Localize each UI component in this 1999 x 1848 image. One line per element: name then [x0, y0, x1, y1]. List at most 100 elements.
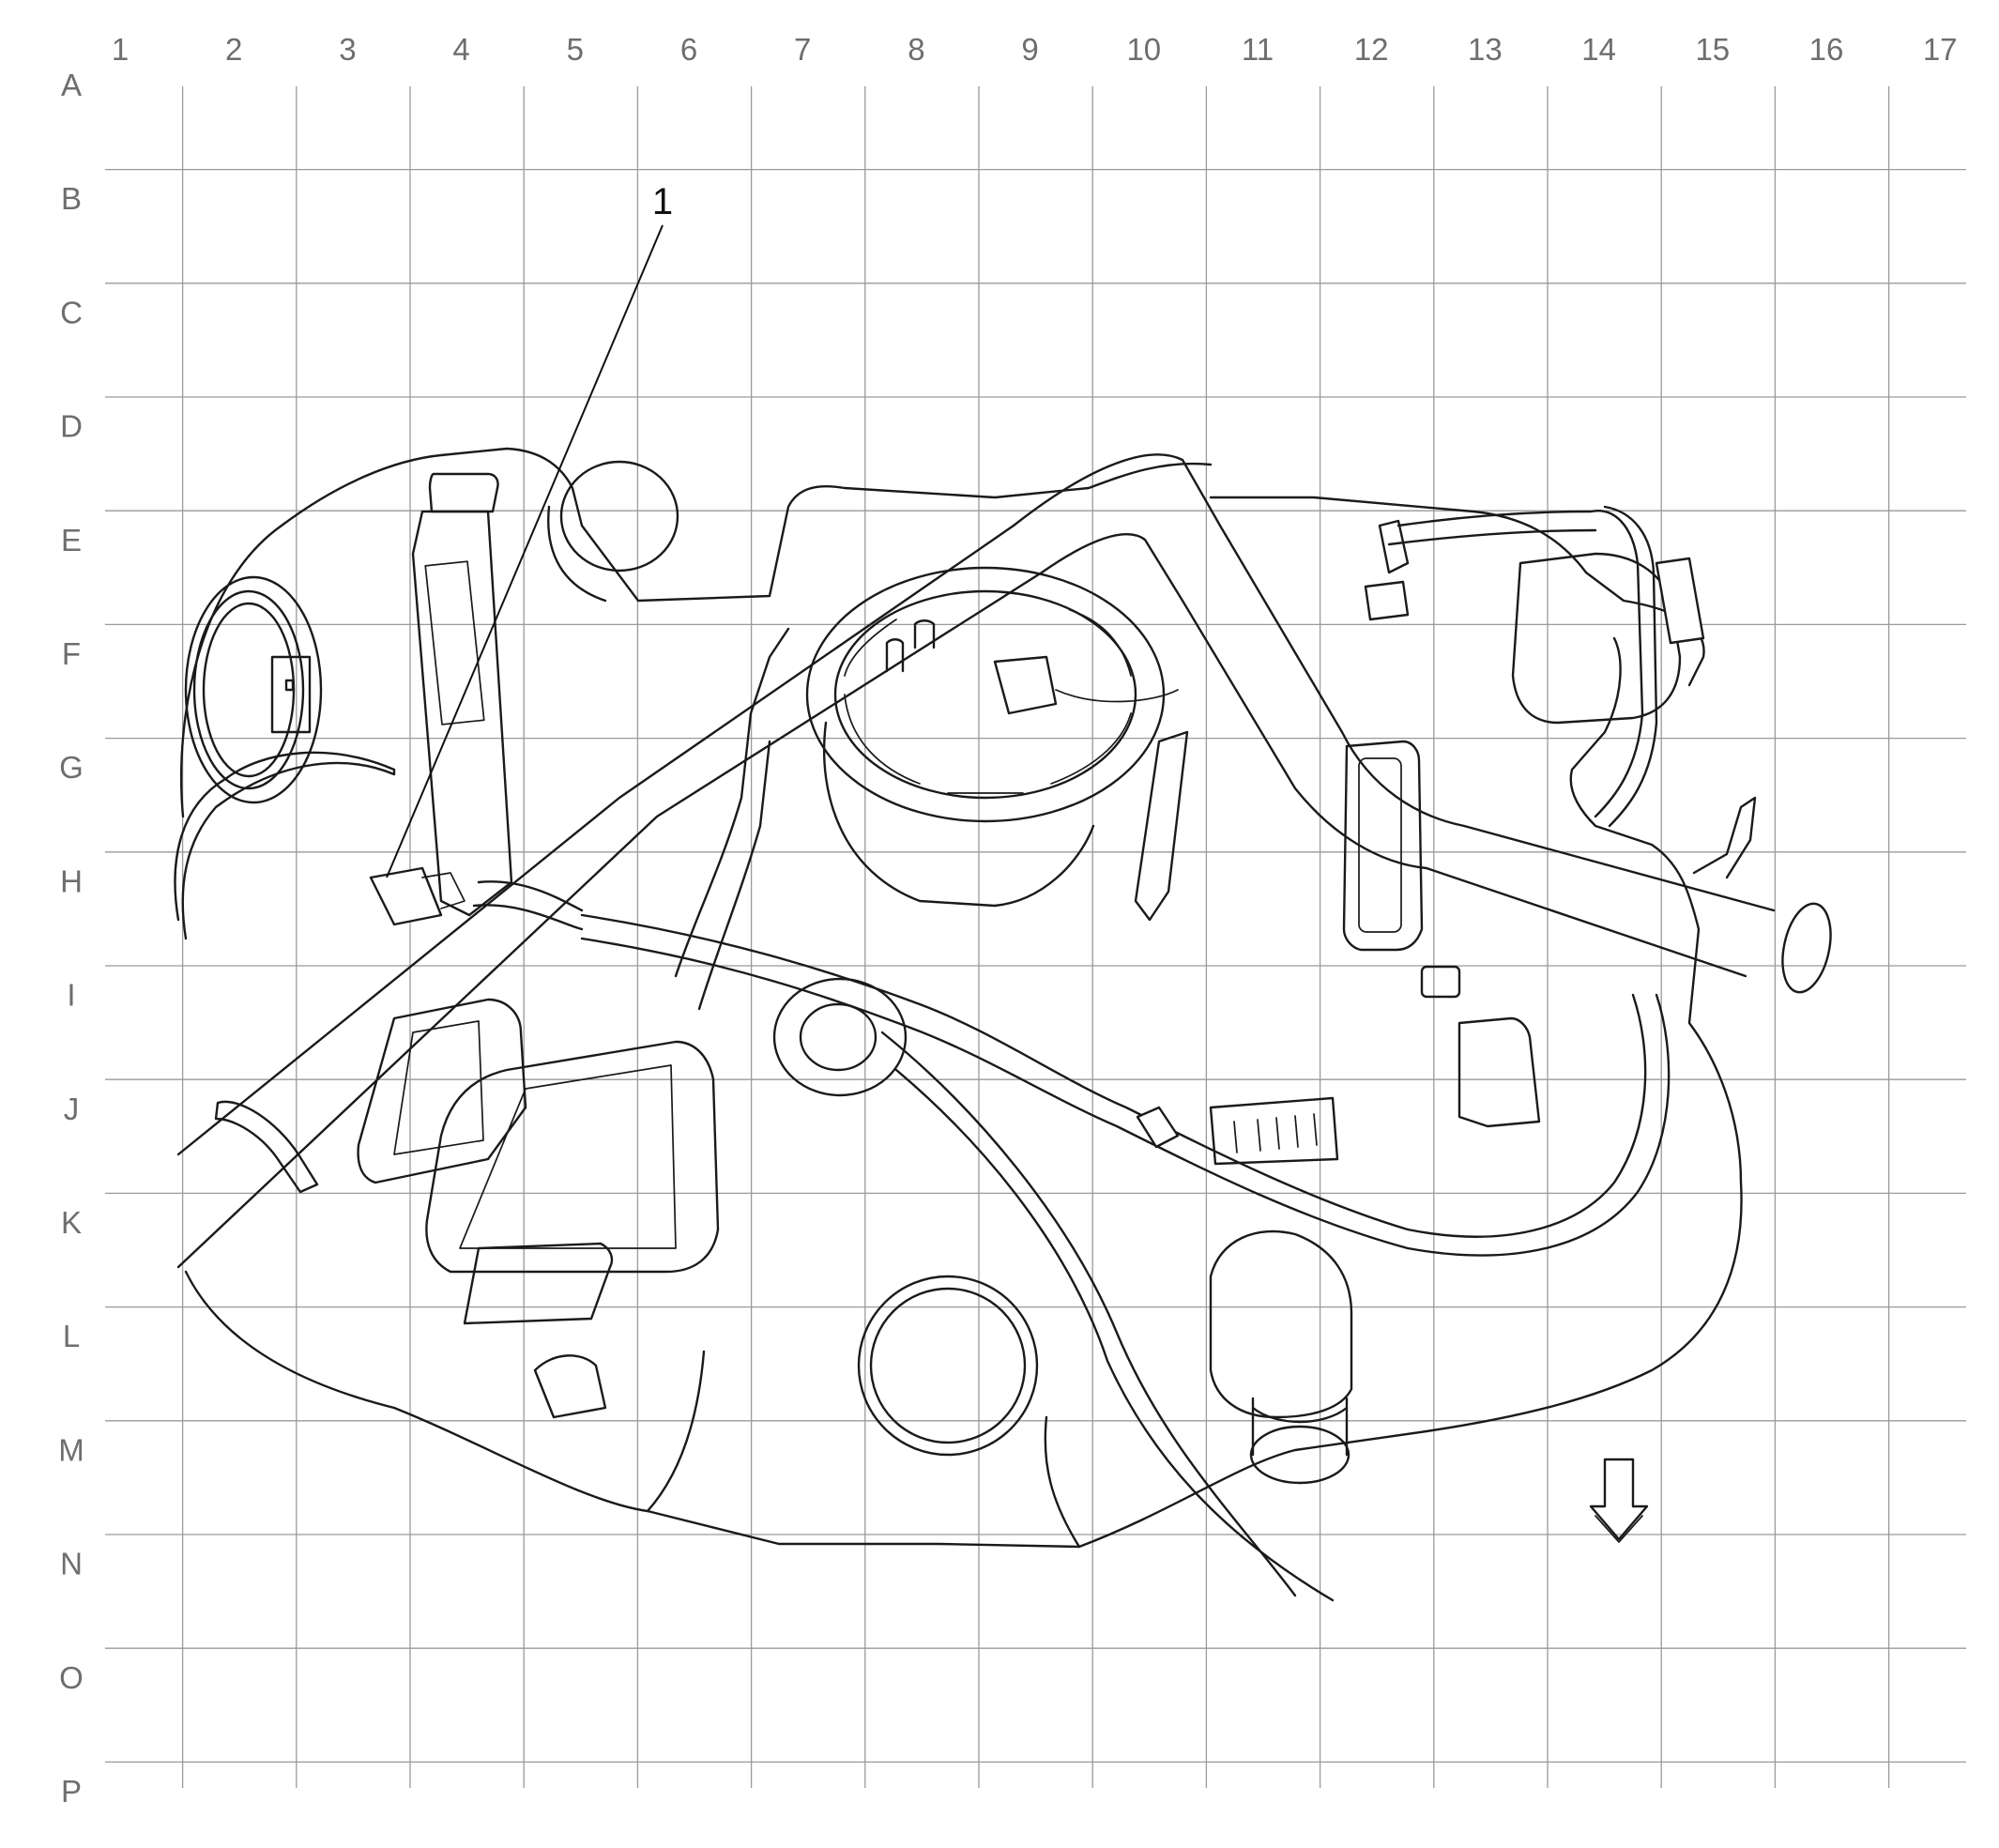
grid-row-label: F	[62, 636, 81, 671]
grid-column-label: 13	[1468, 32, 1503, 67]
grid-column-label: 4	[452, 32, 469, 67]
callout-1-label: 1	[652, 181, 673, 222]
vent-port-inner	[799, 1002, 877, 1072]
grid-row-label: L	[63, 1319, 80, 1353]
upper-port-base	[547, 505, 607, 603]
grid-column-label: 14	[1581, 32, 1616, 67]
pump-outlet-pipe-2	[913, 619, 936, 649]
top-right-bracket	[1364, 519, 1410, 621]
pump-module-ring-inner	[833, 589, 1137, 800]
pump-module-lower-body	[822, 721, 1095, 908]
pump-connector-wire	[1055, 689, 1179, 703]
grid-row-labels: A B C D E F G H I J K L M N O P	[58, 68, 84, 1809]
grid-row-label: N	[60, 1547, 83, 1581]
upper-port	[559, 460, 679, 573]
grid-row-label: G	[59, 750, 84, 785]
left-inner-wall-2	[697, 740, 771, 1011]
grid-row-label: A	[61, 68, 82, 102]
grid-column-label: 1	[112, 32, 129, 67]
sender-unit-neck	[1251, 1397, 1349, 1457]
grid-column-label: 16	[1809, 32, 1844, 67]
connector-1-latch	[421, 872, 465, 909]
grid-row-label: M	[58, 1432, 84, 1467]
top-right-return-line	[1387, 510, 1597, 546]
right-mount-pad	[1457, 1016, 1541, 1128]
grid-column-label: 2	[225, 32, 242, 67]
center-rib	[1134, 730, 1189, 922]
callout-1-leader	[386, 224, 664, 878]
drain-plug-outer	[857, 1275, 1039, 1457]
callout-1: 1	[386, 181, 673, 878]
grid-row-label: H	[60, 863, 83, 898]
grid-column-label: 6	[680, 32, 697, 67]
pipe-clamp-left	[214, 1100, 319, 1194]
left-strap	[411, 510, 513, 917]
grid-column-label: 15	[1695, 32, 1730, 67]
grid-row-label: E	[61, 523, 82, 557]
tank-bottom-edge	[646, 1350, 1081, 1549]
fuel-tank-illustration	[174, 447, 1832, 1602]
vent-port-outer	[772, 977, 908, 1097]
grid-column-label: 3	[339, 32, 356, 67]
label-plate	[1209, 1096, 1339, 1166]
right-hook-bracket	[1692, 796, 1757, 879]
drain-hose	[880, 1031, 1297, 1597]
left-inner-wall	[674, 627, 790, 978]
filler-pipe-end-cap	[1781, 902, 1832, 994]
right-channel-strap	[1342, 740, 1424, 952]
tank-outline	[184, 636, 1743, 1549]
main-filler-pipe-upper	[176, 453, 1776, 1156]
drain-hose-inner	[894, 1068, 1335, 1602]
grid-row-label: I	[67, 978, 75, 1013]
grid-column-label: 8	[908, 32, 924, 67]
filler-neck-outer	[184, 575, 323, 804]
top-right-hose	[1589, 505, 1658, 828]
strap-slot	[424, 560, 485, 725]
filler-neck-mid	[192, 589, 305, 790]
reference-grid	[105, 86, 1966, 1788]
wiring-harness-main-inner	[580, 937, 1671, 1257]
strap-top-clip	[428, 472, 499, 513]
main-filler-pipe-lower	[176, 533, 1747, 1269]
grid-row-label: C	[60, 295, 83, 329]
tank-upper-left-lobe	[174, 751, 396, 940]
pump-electrical-connector	[993, 655, 1058, 715]
grid-column-label: 10	[1126, 32, 1161, 67]
lower-center-pocket	[425, 1040, 720, 1274]
sender-unit-cap	[1249, 1425, 1350, 1485]
down-arrow-icon	[1589, 1458, 1649, 1543]
label-plate-lines	[1233, 1113, 1318, 1153]
filler-neck-bracket	[270, 655, 312, 734]
sender-unit-housing	[1209, 1229, 1353, 1419]
pump-outlet-pipe-1	[885, 638, 905, 673]
grid-column-label: 11	[1242, 32, 1274, 67]
lower-center-tab	[463, 1242, 614, 1325]
grid-column-label: 12	[1354, 32, 1389, 67]
tank-top-edge-right	[1209, 496, 1705, 687]
grid-column-label: 5	[567, 32, 584, 67]
grid-row-label: B	[61, 181, 82, 216]
mount-boss-left	[533, 1354, 607, 1419]
grid-column-label: 9	[1021, 32, 1038, 67]
grid-row-label: J	[64, 1092, 80, 1126]
filler-neck-inner	[202, 602, 296, 778]
right-channel-slot	[1358, 757, 1402, 933]
right-channel-clip	[1420, 965, 1461, 999]
grid-row-label: P	[61, 1774, 82, 1809]
grid-row-label: D	[60, 409, 83, 444]
lower-center-pocket-inner	[459, 1064, 677, 1249]
lower-left-pocket-inner	[393, 1020, 484, 1155]
drain-plug-inner	[869, 1287, 1027, 1444]
grid-column-label: 17	[1923, 32, 1958, 67]
grid-row-label: O	[59, 1660, 84, 1695]
wiring-harness-main	[580, 913, 1647, 1238]
pump-module-ring-outer	[805, 566, 1166, 823]
top-right-connector	[1655, 557, 1705, 645]
tank-left-filler-housing	[179, 447, 1213, 818]
pump-lock-ring-segments	[844, 609, 1132, 794]
connector-1-harness	[472, 880, 584, 931]
grid-column-label: 7	[794, 32, 811, 67]
grid-row-label: K	[61, 1205, 82, 1240]
